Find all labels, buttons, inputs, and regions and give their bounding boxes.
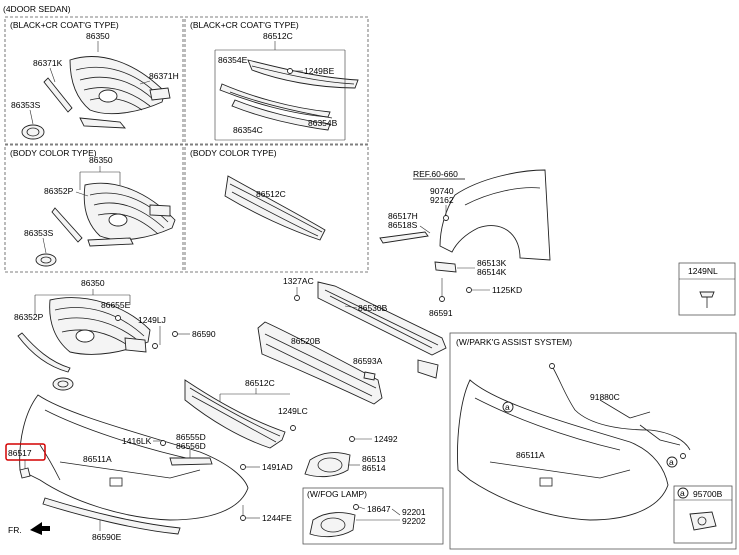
bumper-cover-park-assist <box>457 379 669 521</box>
box-body-color-1 <box>4 144 184 273</box>
label-86512c-b: 86512C <box>256 189 286 199</box>
ref-label: REF.60-660 <box>413 169 458 179</box>
label-1249be: 1249BE <box>304 66 335 76</box>
box-95700b <box>673 485 733 544</box>
fog-lamp-cover <box>304 452 351 478</box>
box-black-cr-2 <box>184 16 369 145</box>
label-86352p-b: 86352P <box>14 312 44 322</box>
label-86512c-a: 86512C <box>263 31 293 41</box>
label-86353s-a: 86353S <box>11 100 41 110</box>
label-86593a: 86593A <box>353 356 383 366</box>
label-86556d: 86556D <box>176 441 206 451</box>
emblem-body-color <box>35 253 57 267</box>
label-91880c: 91880C <box>590 392 620 402</box>
label-86555d: 86555D <box>176 432 206 442</box>
circle-a-3 <box>677 487 689 499</box>
circle-a-2 <box>666 456 678 468</box>
label-86352p-a: 86352P <box>44 186 74 196</box>
label-86517: 86517 <box>8 448 32 458</box>
label-86511a-b: 86511A <box>516 450 545 460</box>
label-86350-c: 86350 <box>81 278 105 288</box>
label-86590: 86590 <box>192 329 216 339</box>
label-86655e: 86655E <box>101 300 131 310</box>
fog-lamp <box>309 512 356 538</box>
label-1416lk: 1416LK <box>122 436 152 446</box>
label-1249lj: 1249LJ <box>138 315 166 325</box>
label-86514: 86514 <box>362 463 386 473</box>
label-86354c: 86354C <box>233 125 263 135</box>
front-fender <box>439 169 551 261</box>
label-1249lc: 1249LC <box>278 406 308 416</box>
label-1327ac: 1327AC <box>283 276 314 286</box>
label-92201: 92201 <box>402 507 426 517</box>
label-86354e: 86354E <box>218 55 248 65</box>
label-86371k: 86371K <box>33 58 63 68</box>
box-1249nl <box>678 262 736 316</box>
grille-assy-black-cr <box>43 56 171 129</box>
label-box-1249nl: 1249NL <box>688 266 718 276</box>
emblem-black-cr <box>21 124 45 140</box>
label-86371h: 86371H <box>149 71 179 81</box>
lower-grille-main <box>184 379 286 449</box>
box-park-assist <box>449 332 737 550</box>
lower-grille-black-cr <box>219 59 359 131</box>
lower-spoiler <box>42 497 181 535</box>
box-black-cr-1 <box>4 16 184 145</box>
front-arrow-icon <box>30 522 50 535</box>
box-black-cr-1-title: (BLACK+CR COAT'G TYPE) <box>10 20 119 30</box>
label-86511a-a: 86511A <box>83 454 112 464</box>
label-86514k: 86514K <box>477 267 507 277</box>
box-fog-lamp-title: (W/FOG LAMP) <box>307 489 367 499</box>
box-park-assist-title: (W/PARK'G ASSIST SYSTEM) <box>456 337 572 347</box>
box-body-color-1-title: (BODY COLOR TYPE) <box>10 148 97 158</box>
park-sensor-icon <box>689 511 717 531</box>
label-86350-b: 86350 <box>89 155 113 165</box>
highlight-box-86517 <box>5 443 46 461</box>
grille-assy-main <box>17 297 151 373</box>
label-86350-a: 86350 <box>86 31 110 41</box>
box-black-cr-2-title: (BLACK+CR COAT'G TYPE) <box>190 20 299 30</box>
box-body-color-2 <box>184 144 369 273</box>
wiring-harness <box>549 363 691 459</box>
label-18647: 18647 <box>367 504 391 514</box>
label-86591: 86591 <box>429 308 453 318</box>
energy-absorber <box>257 321 383 405</box>
label-86354b: 86354B <box>308 118 338 128</box>
lower-grille-body-color <box>224 175 326 241</box>
circle-a-2-label: a <box>669 457 674 467</box>
grille-assy-body-color <box>51 182 176 247</box>
emblem-main <box>52 377 74 391</box>
circle-a-3-label: a <box>680 488 685 498</box>
label-1244fe: 1244FE <box>262 513 292 523</box>
label-1491ad: 1491AD <box>262 462 293 472</box>
diagram-title: (4DOOR SEDAN) <box>3 4 71 14</box>
label-90740: 90740 <box>430 186 454 196</box>
label-86512c-c: 86512C <box>245 378 275 388</box>
label-92162: 92162 <box>430 195 454 205</box>
label-86513: 86513 <box>362 454 386 464</box>
bumper-beam <box>317 281 447 379</box>
label-86353s-b: 86353S <box>24 228 54 238</box>
label-86590e: 86590E <box>92 532 122 542</box>
box-body-color-2-title: (BODY COLOR TYPE) <box>190 148 277 158</box>
label-86517h: 86517H <box>388 211 418 221</box>
label-86520b: 86520B <box>291 336 321 346</box>
label-86518s: 86518S <box>388 220 418 230</box>
circle-a-1-label: a <box>505 402 510 412</box>
label-86530b: 86530B <box>358 303 388 313</box>
label-12492: 12492 <box>374 434 398 444</box>
box-fog-lamp <box>302 487 444 545</box>
label-86513k: 86513K <box>477 258 507 268</box>
clip-1249nl-icon <box>699 291 715 308</box>
circle-a-1 <box>502 401 514 413</box>
label-1125kd: 1125KD <box>492 285 522 295</box>
front-label: FR. <box>8 525 22 535</box>
label-92202: 92202 <box>402 516 426 526</box>
label-box-95700b: 95700B <box>693 489 723 499</box>
